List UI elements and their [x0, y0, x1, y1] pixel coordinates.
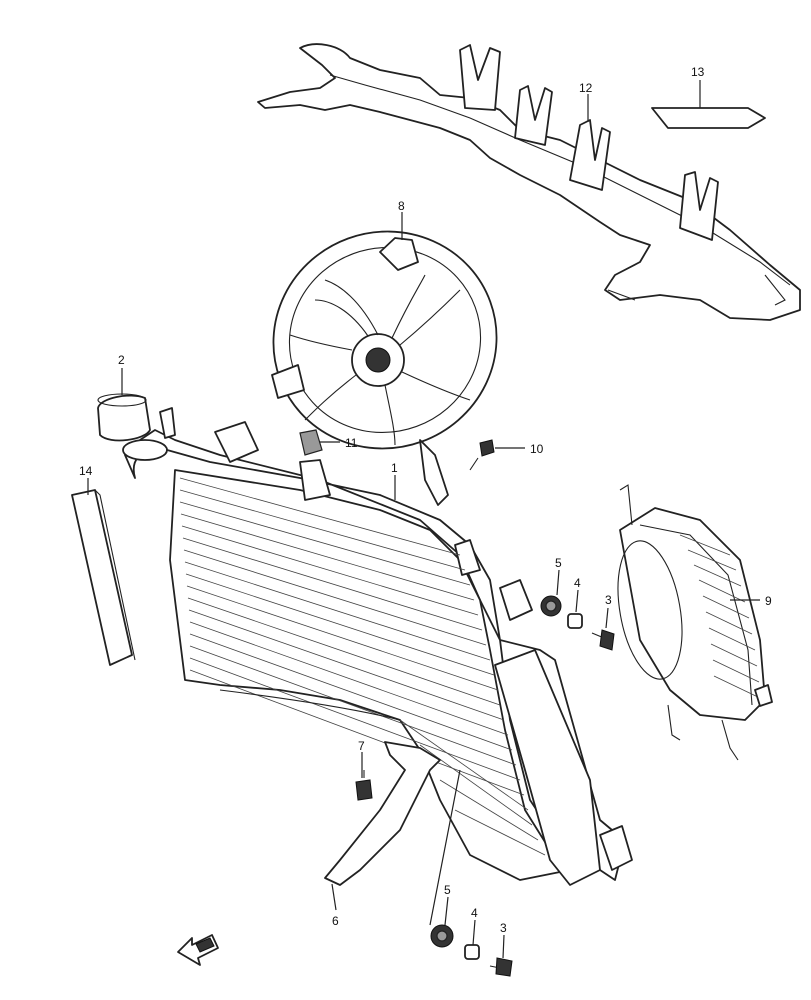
- callout-14: 14: [79, 464, 93, 478]
- callout-5-lower: 5: [444, 883, 451, 897]
- leader-lines: [87, 80, 760, 959]
- callout-3-lower: 3: [500, 921, 507, 935]
- bracket-part-6: [324, 741, 441, 886]
- grommet-part-5-upper: [540, 595, 562, 617]
- callout-10: 10: [530, 442, 544, 456]
- callout-4-lower: 4: [471, 906, 478, 920]
- clip-nut-part-11: [299, 429, 323, 456]
- callout-9: 9: [765, 594, 772, 608]
- radiator-cover-part-12: [257, 43, 801, 321]
- bolt-part-3-lower: [489, 957, 513, 977]
- radiator-side-strip-part-14: [71, 489, 136, 666]
- callout-6: 6: [332, 914, 339, 928]
- callout-5-upper: 5: [555, 556, 562, 570]
- secondary-fan-part-9: [617, 484, 773, 761]
- grommet-part-5-lower: [430, 924, 454, 948]
- callout-13: 13: [691, 65, 705, 79]
- callout-4-upper: 4: [574, 576, 581, 590]
- bolt-part-3-upper: [591, 629, 615, 651]
- decal-part-13: [651, 107, 766, 129]
- screw-part-10: [469, 439, 495, 471]
- collar-part-4-upper: [567, 613, 583, 629]
- front-direction-arrow-icon: [177, 934, 219, 966]
- bolt-part-7: [355, 770, 373, 801]
- cooling-fan-part-8: [271, 230, 498, 506]
- callout-1: 1: [391, 461, 398, 475]
- callout-labels: 1 2 3 3 4 4 5 5 6 7 8 9 10 11 12 13 14: [79, 65, 772, 935]
- callout-2: 2: [118, 353, 125, 367]
- collar-part-4-lower: [464, 944, 480, 960]
- callout-8: 8: [398, 199, 405, 213]
- callout-3-upper: 3: [605, 593, 612, 607]
- callout-12: 12: [579, 81, 593, 95]
- radiator-part-1: [122, 407, 633, 886]
- callout-11: 11: [345, 436, 358, 450]
- callout-7: 7: [358, 739, 365, 753]
- radiator-cap-part-2: [97, 393, 151, 442]
